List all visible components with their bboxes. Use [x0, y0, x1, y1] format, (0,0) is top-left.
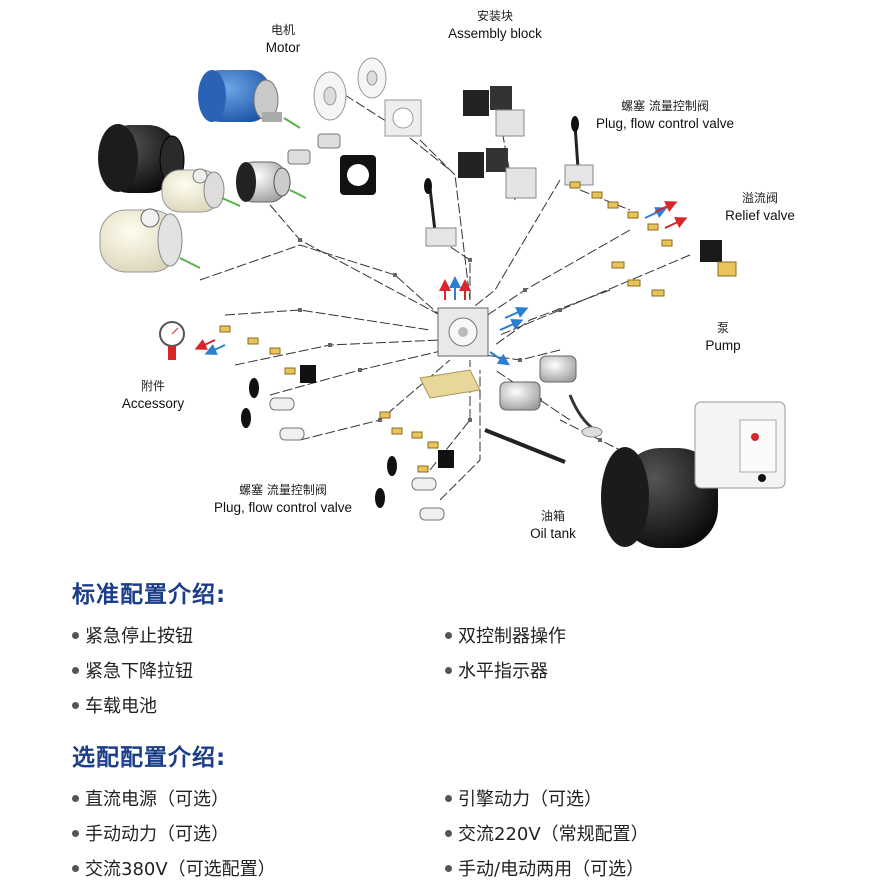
pressure-gauge — [159, 321, 226, 360]
optional-config-section: 选配配置介绍: 直流电源（可选） 引擎动力（可选） 手动动力（可选） 交流220… — [0, 738, 892, 888]
relief-valve-label-cn: 溢流阀 — [741, 191, 778, 205]
pump-label-cn: 泵 — [716, 321, 729, 335]
cream-motor-small — [161, 168, 241, 213]
standard-item: 车载电池 — [72, 692, 157, 718]
oil-tank — [601, 401, 786, 548]
standard-item-text: 水平指示器 — [458, 661, 548, 682]
accessory-label-cn: 附件 — [140, 379, 165, 393]
motor-label-en: Motor — [265, 40, 301, 55]
plug-flow-valves-bottom — [219, 325, 454, 521]
bullet-icon — [445, 794, 452, 802]
optional-item-text: 交流220V（常规配置） — [458, 824, 649, 845]
motor-label-cn: 电机 — [270, 23, 295, 37]
bullet-icon — [445, 864, 452, 872]
assembly-block-label-cn: 安装块 — [476, 9, 513, 23]
plug-flow-label-bottom-cn: 螺塞 流量控制阀 — [239, 483, 327, 497]
optional-item: 交流220V（常规配置） — [445, 820, 649, 846]
optional-item-text: 交流380V（可选配置） — [85, 859, 276, 880]
oil-tank-label-cn: 油箱 — [540, 509, 565, 523]
bullet-icon — [445, 666, 452, 674]
bullet-icon — [445, 829, 452, 837]
optional-item-text: 手动动力（可选） — [85, 824, 229, 845]
bullet-icon — [72, 701, 79, 709]
standard-item: 双控制器操作 — [445, 622, 566, 648]
optional-item: 引擎动力（可选） — [445, 785, 602, 811]
bullet-icon — [445, 631, 452, 639]
center-manifold — [437, 276, 529, 366]
optional-item: 手动/电动两用（可选） — [445, 855, 644, 881]
plug-flow-valves-top — [569, 181, 688, 297]
pulley-discs — [313, 57, 422, 137]
oil-tank-label-en: Oil tank — [530, 526, 576, 541]
optional-item-text: 手动/电动两用（可选） — [458, 859, 645, 880]
standard-config-section: 标准配置介绍: 紧急停止按钮 双控制器操作 紧急下降拉钮 水平指示器 车载电池 — [0, 575, 892, 725]
black-motor — [98, 124, 185, 193]
mounting-bracket — [419, 369, 481, 399]
assembly-block-label-en: Assembly block — [448, 26, 542, 41]
optional-item: 交流380V（可选配置） — [72, 855, 276, 881]
assembly-block-valves — [458, 86, 537, 199]
accessory-label-en: Accessory — [121, 396, 185, 411]
manual-lever — [424, 116, 594, 247]
couplings — [287, 133, 376, 195]
relief-valve-label-en: Relief valve — [725, 208, 795, 223]
pump-label-en: Pump — [705, 338, 741, 353]
standard-item-text: 紧急停止按钮 — [85, 626, 193, 647]
plug-flow-label-bottom: 螺塞 流量控制阀 Plug, flow control valve — [198, 482, 368, 516]
plug-flow-label-bottom-en: Plug, flow control valve — [213, 500, 353, 515]
optional-item: 直流电源（可选） — [72, 785, 229, 811]
bullet-icon — [72, 631, 79, 639]
optional-item-text: 直流电源（可选） — [85, 789, 229, 810]
assembly-block-label: 安装块 Assembly block — [430, 8, 560, 42]
plug-flow-label-top-cn: 螺塞 流量控制阀 — [621, 99, 709, 113]
oil-tank-label: 油箱 Oil tank — [518, 508, 588, 542]
optional-item: 手动动力（可选） — [72, 820, 229, 846]
relief-valve-label: 溢流阀 Relief valve — [710, 190, 810, 224]
bullet-icon — [72, 864, 79, 872]
blue-motor — [198, 70, 301, 129]
standard-config-title: 标准配置介绍: — [72, 582, 227, 608]
hose — [484, 394, 603, 464]
hydraulic-exploded-diagram: 电机 Motor 安装块 Assembly block 螺塞 流量控制阀 Plu… — [98, 8, 810, 548]
bullet-icon — [72, 666, 79, 674]
gear-pumps — [499, 355, 577, 411]
standard-item-text: 双控制器操作 — [458, 626, 566, 647]
standard-item: 紧急停止按钮 — [72, 622, 193, 648]
motor-label: 电机 Motor — [248, 22, 318, 56]
standard-item: 水平指示器 — [445, 657, 548, 683]
cream-motor-large — [99, 208, 201, 273]
standard-item-text: 紧急下降拉钮 — [85, 661, 193, 682]
optional-item-text: 引擎动力（可选） — [458, 789, 602, 810]
bullet-icon — [72, 794, 79, 802]
standard-item-text: 车载电池 — [85, 696, 157, 717]
relief-valve — [700, 240, 737, 277]
optional-config-title: 选配配置介绍: — [72, 745, 227, 771]
pump-label: 泵 Pump — [688, 320, 758, 354]
dc-motor — [236, 161, 307, 203]
plug-flow-label-top: 螺塞 流量控制阀 Plug, flow control valve — [580, 98, 750, 132]
standard-item: 紧急下降拉钮 — [72, 657, 193, 683]
plug-flow-label-top-en: Plug, flow control valve — [595, 116, 735, 131]
accessory-label: 附件 Accessory — [110, 378, 196, 412]
bullet-icon — [72, 829, 79, 837]
